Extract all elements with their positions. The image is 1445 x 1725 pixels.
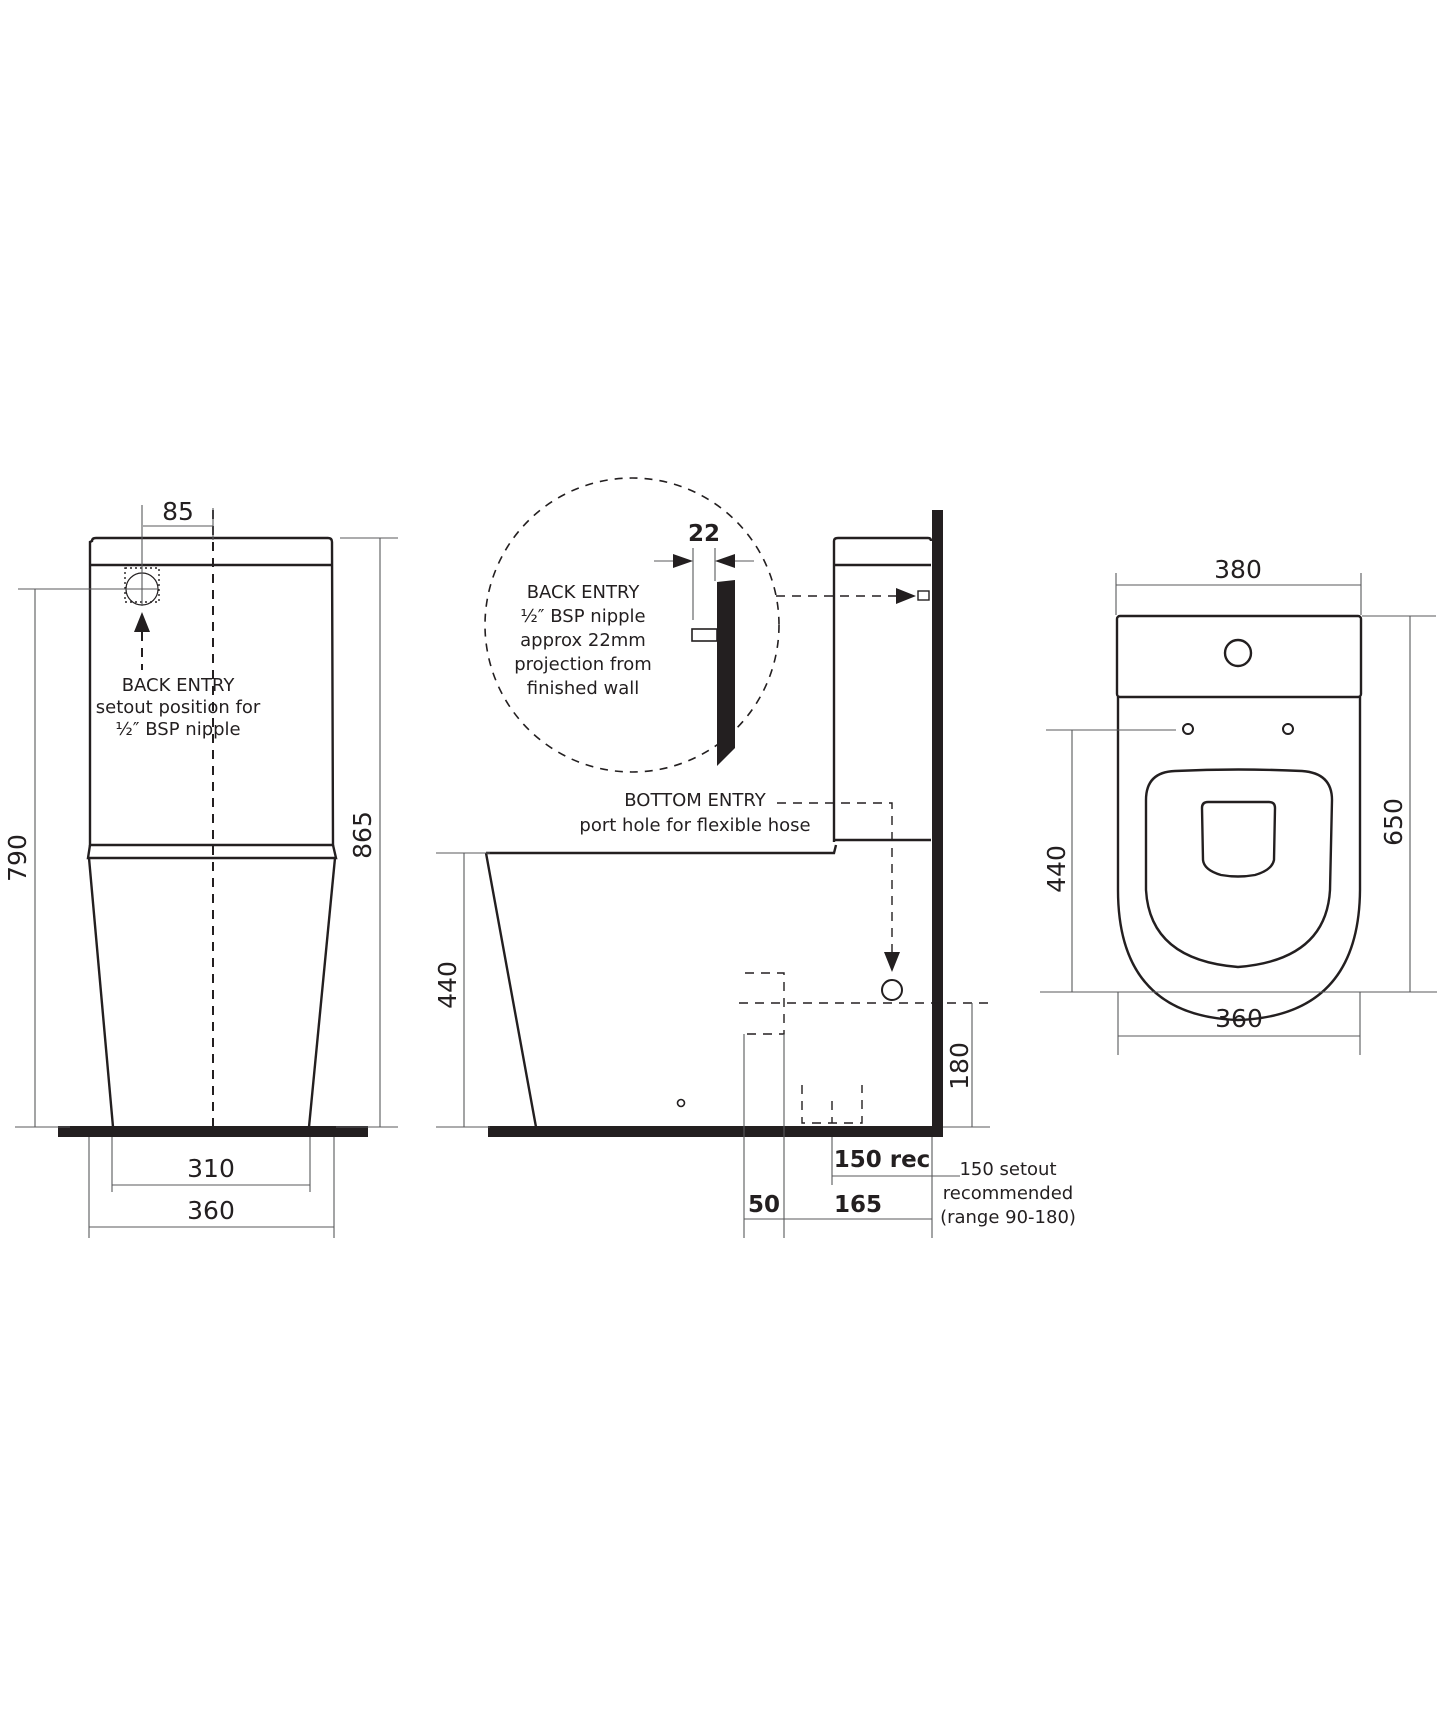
detail-dim-22-label: 22 <box>688 521 720 547</box>
dim-50-label: 50 <box>748 1192 780 1218</box>
detail-note-line4: projection from <box>514 654 652 675</box>
detail-nipple <box>691 628 718 642</box>
bottom-entry-note-line2: port hole for flexible hose <box>579 815 810 836</box>
side-view: 22 BACK ENTRY ½″ BSP nipple approx 22mm … <box>433 477 1076 1238</box>
dim-150-rec-label: 150 rec <box>834 1147 931 1173</box>
dim-865-label: 865 <box>348 811 377 859</box>
setout-note-line1: 150 setout <box>959 1159 1056 1180</box>
cistern-outline <box>88 536 335 847</box>
dim-650-label: 650 <box>1379 798 1408 846</box>
detail-note-line3: approx 22mm <box>520 630 646 651</box>
detail-wall <box>717 580 735 766</box>
setout-note-line2: recommended <box>943 1183 1073 1204</box>
outlet-spigot <box>745 972 785 1035</box>
bottom-entry-leader <box>777 802 893 952</box>
detail-circle <box>484 477 780 773</box>
dim-360-label: 360 <box>187 1196 235 1225</box>
dim-310-label: 310 <box>187 1154 235 1183</box>
back-entry-note-line2: setout position for <box>96 697 261 718</box>
cistern-top <box>1115 614 1363 699</box>
back-entry-nipple <box>917 590 930 601</box>
seat-hinge-left <box>1182 723 1194 735</box>
bowl-outline <box>1116 697 1362 1022</box>
wall <box>932 510 943 1137</box>
arrow-left-icon <box>715 554 735 568</box>
detail-note-line1: BACK ENTRY <box>527 582 641 603</box>
arrow-right-icon <box>896 588 916 604</box>
back-entry-note-line1: BACK ENTRY <box>122 675 236 696</box>
seat-outline <box>1144 768 1334 969</box>
dim-360-label: 360 <box>1215 1004 1263 1033</box>
arrow-up-icon <box>134 612 150 632</box>
pan-left-edge <box>87 857 115 1128</box>
dim-165-label: 165 <box>834 1192 882 1218</box>
bottom-entry-port-hole <box>881 979 903 1001</box>
floor-slab <box>58 1126 368 1137</box>
detail-note-line5: finished wall <box>527 678 640 699</box>
seat-hinge-right <box>1282 723 1294 735</box>
fixing-hole <box>676 1098 686 1108</box>
dim-440-label: 440 <box>1042 845 1071 893</box>
flush-button <box>1223 638 1253 668</box>
top-view: 380 650 440 360 <box>1040 555 1437 1055</box>
back-entry-note-line3: ½″ BSP nipple <box>115 719 240 740</box>
pan-right-edge <box>307 857 337 1128</box>
dim-790-label: 790 <box>3 834 32 882</box>
dim-440-label: 440 <box>433 961 462 1009</box>
cistern-outline <box>832 536 933 842</box>
arrow-down-icon <box>884 952 900 972</box>
front-view: 85 790 865 310 360 BACK ENTRY setout pos… <box>3 497 398 1238</box>
floor-slab <box>488 1126 943 1137</box>
bottom-entry-note-line1: BOTTOM ENTRY <box>624 790 766 811</box>
setout-note-line3: (range 90-180) <box>940 1207 1076 1228</box>
dim-85-label: 85 <box>162 497 194 526</box>
arrow-right-icon <box>673 554 693 568</box>
dim-380-label: 380 <box>1214 555 1262 584</box>
pan-joint <box>86 844 338 860</box>
detail-note-line2: ½″ BSP nipple <box>520 606 645 627</box>
bowl-opening <box>1200 800 1277 878</box>
dim-180-label: 180 <box>945 1042 974 1090</box>
pan-outline <box>484 844 838 1128</box>
